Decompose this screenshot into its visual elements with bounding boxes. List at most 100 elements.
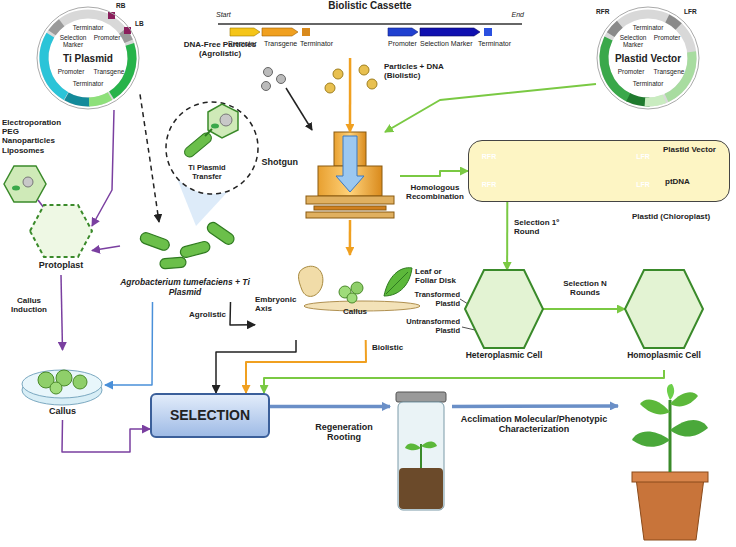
part-label: Untransformed Plastid: [394, 318, 460, 335]
part-label: RFR: [596, 8, 616, 15]
connector: [264, 370, 664, 393]
part-label: Transgene: [92, 68, 126, 75]
ti-transfer-zoom: [166, 102, 258, 226]
part-label: Terminator: [70, 80, 106, 87]
connector: [349, 58, 352, 132]
selection-box: SELECTION: [150, 393, 270, 438]
connector: [61, 275, 63, 350]
node-text: Regeneration Rooting: [302, 422, 386, 443]
jar-box: Regeneration Rooting: [390, 392, 452, 512]
plasmid-circle: Ti Plasmid: [36, 6, 140, 110]
connector: [92, 246, 120, 251]
shape-outline: [625, 270, 703, 348]
part-label: Promoter: [388, 40, 422, 48]
part-label: Particles + DNA (Biolistic): [384, 62, 468, 80]
shape-outline: [465, 270, 543, 348]
part-label: DNA-Free Particles (Agrolistic): [176, 40, 264, 58]
shape-outline: [597, 7, 699, 109]
connector: [270, 405, 390, 409]
connector: [92, 110, 114, 226]
part-label: LFR: [630, 181, 656, 189]
culture-jar: [396, 392, 446, 510]
cassette-box: Biolistic Cassette: [212, 0, 528, 58]
node-text: Ti Plasmid: [46, 53, 130, 65]
part-label: LB: [135, 20, 149, 27]
part-label: Terminator: [478, 40, 520, 48]
node-text: Plastid Vector: [663, 145, 727, 154]
connector: [400, 171, 468, 176]
connector: [62, 420, 150, 452]
edge-label: Biolistic: [372, 343, 416, 352]
connector: [543, 308, 625, 310]
plastid-box: Plastid VectorptDNAPlastid (Chloroplast): [468, 140, 730, 202]
part-label: Terminator: [628, 24, 668, 31]
part-label: RFR: [476, 181, 502, 189]
node-text: Callus: [333, 307, 377, 316]
shape-outline: [30, 205, 92, 257]
potted-plant: [632, 384, 708, 540]
part-label: Terminator: [300, 40, 340, 48]
part-label: Promoter: [92, 34, 122, 41]
part-label: Transgene: [652, 68, 686, 75]
callus-box: Callus: [20, 350, 105, 420]
lb-border: [124, 27, 131, 34]
node-text: Plastid Vector: [606, 53, 690, 65]
plasmid-circle: Plastid Vector: [596, 6, 700, 110]
part-label: Terminator: [68, 24, 108, 31]
connector: [385, 84, 596, 132]
connector: [140, 94, 159, 222]
part-label: Electroporation PEG Nanoparticles Liposo…: [2, 118, 66, 155]
plant-box: Acclimation Molecular/Phenotypic Charact…: [618, 380, 718, 542]
connector: [349, 220, 352, 255]
connector: [506, 202, 508, 270]
connector: [452, 404, 618, 408]
node-text: Callus: [20, 406, 105, 416]
node-text: Embryonic Axis: [255, 295, 305, 313]
part-label: RFR: [476, 153, 502, 161]
gene-gun-box: Shotgun: [300, 132, 400, 220]
shape-outline: [37, 7, 139, 109]
part-label: Selection Marker: [56, 34, 90, 49]
part-label: Promoter: [56, 68, 86, 75]
part-label: LFR: [684, 8, 704, 15]
part-label: LFR: [630, 153, 656, 161]
plant-cell: [4, 166, 46, 208]
part-label: End: [494, 11, 524, 19]
target-tissues: [299, 266, 421, 311]
part-label: Start: [216, 11, 246, 19]
node-text: Acclimation Molecular/Phenotypic Charact…: [458, 414, 610, 435]
connector: [230, 302, 255, 325]
bacterium-box: Agrobacterium tumefaciens + Ti Plasmid: [120, 222, 250, 302]
particles: [262, 65, 378, 130]
edge-label: Selection 1º Round: [514, 218, 578, 236]
part-label: Promoter: [616, 68, 646, 75]
part-label: Terminator: [630, 80, 666, 87]
part-label: RB: [116, 2, 130, 9]
cell-hexagon: Homoplasmic Cell: [625, 270, 703, 370]
edge-label: Agrolistic: [180, 310, 226, 319]
cell-hexagon: Heteroplasmic Cell: [465, 270, 543, 370]
node-text: Heteroplasmic Cell: [453, 351, 555, 361]
connector: [216, 340, 296, 393]
node-text: Biolistic Cassette: [212, 0, 528, 12]
callus-dish: [22, 370, 102, 405]
node-text: SELECTION: [152, 407, 268, 423]
agrobacterium-cells: [139, 220, 236, 269]
gene-gun: [306, 132, 394, 218]
node-text: Protoplast: [24, 260, 98, 270]
edge-label: Callus Induction: [2, 296, 56, 314]
protoplast-hexagon: Protoplast: [30, 205, 92, 275]
part-label: Transformed Plastid: [398, 291, 460, 308]
connector: [105, 302, 153, 385]
node-text: Homoplasmic Cell: [613, 351, 715, 361]
part-label: Selection Marker: [420, 40, 478, 48]
node-text: Shotgun: [260, 157, 298, 167]
node-text: Agrobacterium tumefaciens + Ti Plasmid: [120, 278, 250, 298]
plastid-vector-ring: [587, 0, 708, 119]
part-label: Transgene: [264, 40, 300, 48]
part-label: Selection Marker: [616, 34, 650, 49]
part-label: Ti Plasmid Transfer: [178, 164, 236, 181]
